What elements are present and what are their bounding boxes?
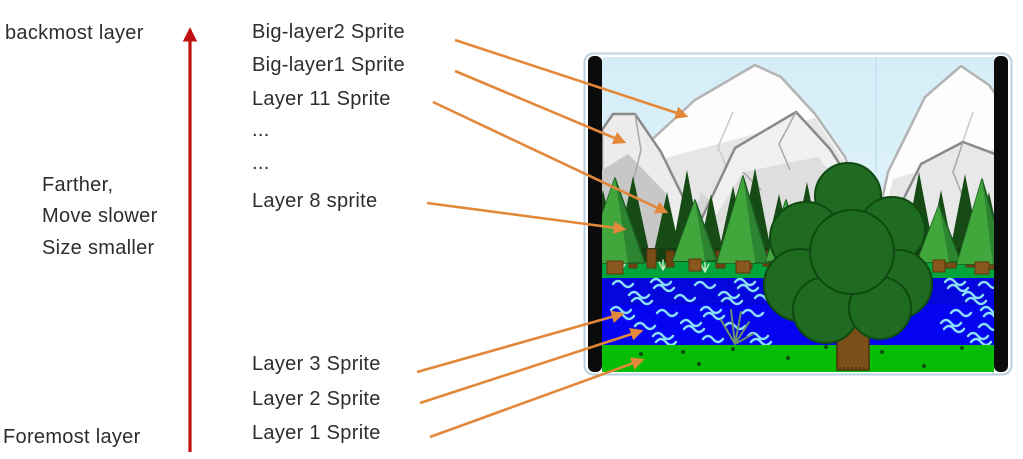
sprite-label-ellipsis-1: ... <box>252 119 270 141</box>
stage-right-bar <box>994 56 1008 372</box>
foreground-grass-layer <box>602 309 994 372</box>
sprite-label-big-layer2: Big-layer2 Sprite <box>252 21 405 43</box>
sprite-label-layer-1: Layer 1 Sprite <box>252 422 381 444</box>
stage-left-bar <box>588 56 602 372</box>
foremost-layer-label: Foremost layer <box>3 426 141 448</box>
gray-grass-tuft <box>720 309 754 345</box>
backmost-layer-label: backmost layer <box>5 22 144 44</box>
sprite-label-layer-8: Layer 8 sprite <box>252 190 378 212</box>
quality-move-slower: Move slower <box>42 205 158 227</box>
game-stage-scene <box>583 52 1013 376</box>
sprite-label-big-layer1: Big-layer1 Sprite <box>252 54 405 76</box>
sprite-label-layer-11: Layer 11 Sprite <box>252 88 391 110</box>
sprite-label-layer-2: Layer 2 Sprite <box>252 388 381 410</box>
big-foreground-tree <box>763 162 933 371</box>
sprite-label-ellipsis-2: ... <box>252 152 270 174</box>
quality-size-smaller: Size smaller <box>42 237 155 259</box>
quality-farther: Farther, <box>42 174 114 196</box>
sprite-label-layer-3: Layer 3 Sprite <box>252 353 381 375</box>
